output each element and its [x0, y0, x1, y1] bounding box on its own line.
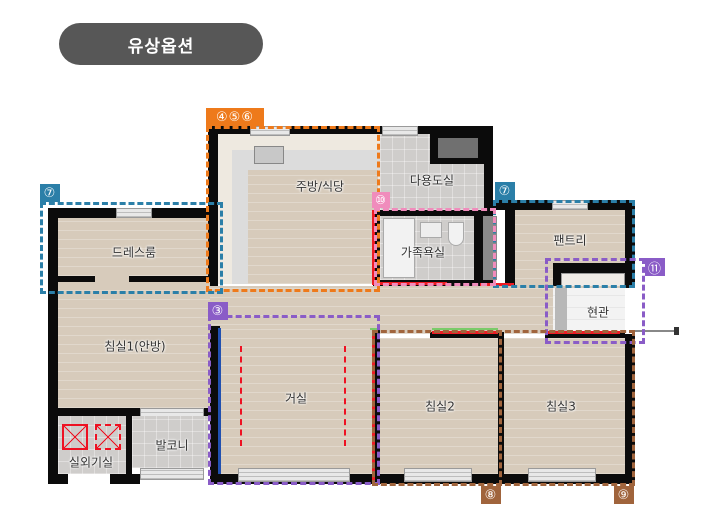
- option-zone-456: [206, 126, 380, 292]
- option-zone-7-left: [40, 202, 223, 294]
- living-divider-left: [240, 346, 242, 446]
- sink-icon: [254, 146, 284, 164]
- wall: [48, 474, 68, 484]
- master-bedroom: [58, 282, 210, 408]
- blue-line: [218, 328, 221, 474]
- option-zone-10: [374, 208, 496, 286]
- option-badge-10: ⑩: [372, 192, 390, 208]
- option-zone-8-divider: [499, 330, 502, 486]
- ac-unit-icon: [95, 424, 121, 450]
- red-line: [372, 210, 375, 285]
- window: [116, 208, 152, 218]
- green-line: [370, 328, 380, 330]
- paid-options-header: 유상옵션: [59, 23, 263, 65]
- utility-cabinet: [438, 138, 478, 158]
- entry-door-handle: [674, 327, 679, 335]
- option-badge-4-5-6: ④⑤⑥: [206, 108, 264, 126]
- wall: [126, 416, 132, 480]
- entry-door-line: [635, 330, 677, 332]
- wall: [430, 332, 498, 338]
- bedroom-2: [380, 338, 498, 474]
- option-zone-11: [545, 258, 645, 344]
- room-label-entrance: 현관: [586, 305, 610, 320]
- option-badge-7-left: ⑦: [40, 184, 60, 202]
- living-room: [220, 326, 372, 474]
- option-badge-3: ③: [208, 302, 228, 320]
- room-label-balcony: 발코니: [155, 438, 189, 453]
- kitchen-floor: [248, 170, 378, 284]
- room-label-living: 거실: [284, 391, 308, 406]
- wall: [208, 126, 380, 134]
- room-label-bed2: 침실2: [425, 399, 455, 414]
- wall: [625, 200, 635, 288]
- room-label-pantry: 팬트리: [553, 233, 587, 248]
- wall: [48, 208, 58, 480]
- option-badge-8: ⑧: [481, 486, 501, 504]
- room-label-master: 침실1(안방): [104, 339, 166, 354]
- window: [238, 468, 350, 482]
- doorway: [95, 275, 129, 283]
- wall: [110, 474, 140, 484]
- bedroom-3: [504, 338, 625, 474]
- toilet: [448, 222, 464, 246]
- room-label-kitchen: 주방/식당: [295, 179, 345, 194]
- room-label-bed3: 침실3: [546, 399, 576, 414]
- entrance-step: [555, 288, 567, 332]
- wall: [380, 126, 492, 134]
- option-zone-3: [208, 315, 380, 485]
- wall: [484, 126, 493, 286]
- option-badge-7-right: ⑦: [495, 182, 515, 200]
- window: [528, 468, 596, 482]
- dressroom: [58, 218, 208, 276]
- option-badge-9: ⑨: [614, 486, 634, 504]
- window: [404, 468, 472, 482]
- living-divider-right: [344, 346, 346, 446]
- wall: [553, 263, 561, 289]
- wall: [505, 210, 515, 286]
- kitchen-counter: [232, 150, 248, 284]
- ac-unit-icon: [62, 424, 88, 450]
- room-label-ac-room: 실외기실: [68, 455, 114, 470]
- washbasin: [420, 222, 442, 238]
- red-line: [480, 283, 514, 286]
- wall: [58, 408, 210, 416]
- wall: [210, 326, 220, 480]
- wall: [625, 334, 635, 484]
- wall: [553, 263, 633, 273]
- window: [140, 468, 204, 480]
- room-label-bath: 가족욕실: [400, 245, 446, 260]
- green-line: [432, 328, 498, 330]
- room-label-utility: 다용도실: [409, 173, 455, 188]
- balcony: [132, 416, 208, 468]
- option-badge-11: ⑪: [645, 258, 665, 277]
- room-label-dressroom: 드레스룸: [111, 245, 157, 260]
- option-zone-8-9: [372, 330, 635, 486]
- window: [382, 126, 418, 136]
- wall: [208, 126, 218, 286]
- wall: [545, 332, 625, 338]
- wall: [372, 330, 380, 480]
- wall: [58, 276, 208, 282]
- bathtub: [383, 218, 415, 278]
